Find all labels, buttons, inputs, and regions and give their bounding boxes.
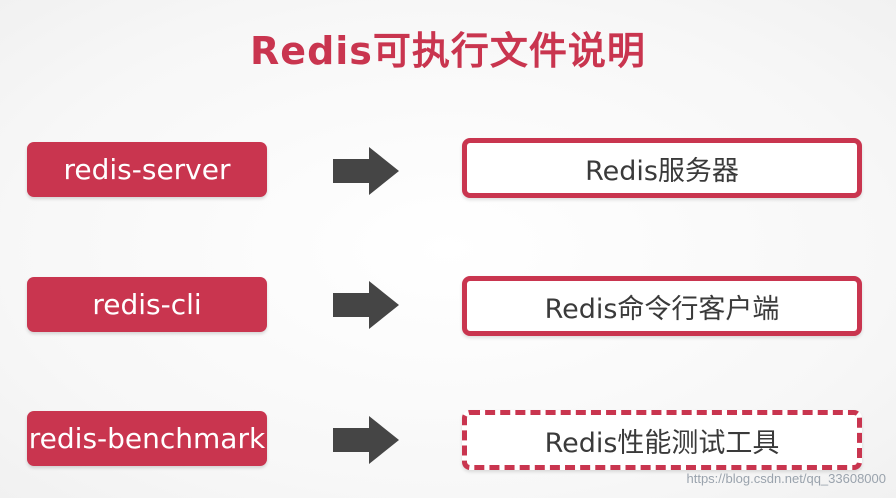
command-label-redis-server: redis-server <box>27 142 267 197</box>
watermark: https://blog.csdn.net/qq_33608000 <box>686 471 887 486</box>
description-redis-server: Redis服务器 <box>462 138 862 198</box>
right-arrow-icon <box>333 147 399 195</box>
command-label-redis-benchmark: redis-benchmark <box>27 411 267 466</box>
slide-title: Redis可执行文件说明 <box>250 29 646 73</box>
command-label-redis-cli: redis-cli <box>27 277 267 332</box>
description-redis-cli: Redis命令行客户端 <box>462 276 862 336</box>
right-arrow-icon <box>333 416 399 464</box>
right-arrow-icon <box>333 281 399 329</box>
description-redis-benchmark: Redis性能测试工具 <box>462 410 862 470</box>
